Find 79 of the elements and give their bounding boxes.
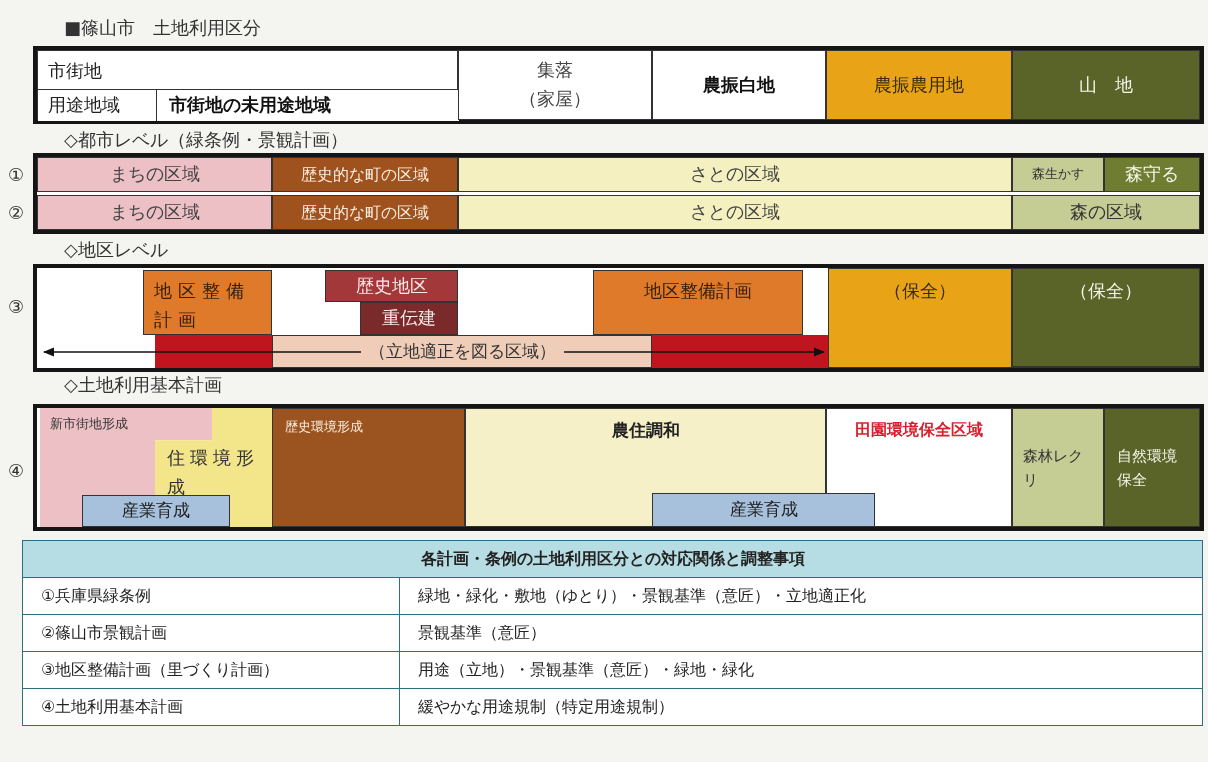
zone-block xyxy=(272,408,465,527)
zone-label: 田園環境保全区域 xyxy=(855,419,983,441)
zone-block xyxy=(37,50,458,120)
zone-label: 農住調和 xyxy=(611,419,680,442)
zone-bar xyxy=(652,335,828,368)
zone-block xyxy=(272,195,458,230)
zone-label: さとの区域 xyxy=(690,162,780,187)
table-header: 各計画・条例の土地利用区分との対応関係と調整事項 xyxy=(22,540,1203,578)
zone-label: 歴史的な町の区域 xyxy=(301,163,429,186)
zone-label: 市街地 xyxy=(48,59,102,83)
zone-block xyxy=(828,268,1012,368)
zone-block xyxy=(325,270,458,302)
zone-label: 森の区域 xyxy=(1070,200,1142,225)
zone-block xyxy=(37,195,272,230)
zone-block xyxy=(1012,408,1104,527)
zone-label: 山 地 xyxy=(1079,72,1133,97)
zone-block xyxy=(272,157,458,192)
zone-block xyxy=(1012,195,1200,230)
zone-block xyxy=(38,89,156,121)
zone-label: 新市街地形成 xyxy=(50,415,128,433)
zone-block xyxy=(652,493,875,527)
section-heading: ◇都市レベル（緑条例・景観計画） xyxy=(64,128,348,152)
zone-label: 用途地域 xyxy=(48,93,120,118)
row-number: ② xyxy=(8,202,25,223)
zone-label: （保全） xyxy=(884,279,956,303)
zone-label: 歴史的な町の区域 xyxy=(301,201,429,224)
zone-label: 歴史地区 xyxy=(355,273,428,298)
zone-block xyxy=(1012,268,1200,368)
zone-label: 市街地の未用途地域 xyxy=(169,93,331,118)
zone-label: まちの区域 xyxy=(109,200,200,225)
section-heading: ◇地区レベル xyxy=(64,238,168,262)
row-number: ③ xyxy=(8,296,25,317)
zone-label: 集落（家屋） xyxy=(518,58,592,111)
zone-label: 重伝建 xyxy=(382,306,436,331)
zone-label: （保全） xyxy=(1070,279,1142,303)
zone-label: 地区整備計画 xyxy=(644,279,752,303)
zone-block xyxy=(82,495,230,527)
table-cell: 景観基準（意匠） xyxy=(399,614,1203,652)
zone-block xyxy=(826,50,1012,120)
table-cell: 緑地・緑化・敷地（ゆとり）・景観基準（意匠）・立地適正化 xyxy=(399,577,1203,615)
zone-block xyxy=(458,157,1012,192)
zone-bar xyxy=(155,335,272,368)
table-cell: 緩やかな用途規制（特定用途規制） xyxy=(399,688,1203,726)
zone-label: 森林レクリ xyxy=(1023,445,1084,491)
table-cell: ④土地利用基本計画 xyxy=(22,688,400,726)
zone-block xyxy=(1104,157,1200,192)
zone-label: まちの区域 xyxy=(109,162,200,187)
zone-block xyxy=(360,302,458,335)
zone-block xyxy=(458,50,652,120)
zone-label: 森生かす xyxy=(1032,165,1084,184)
table-cell: ②篠山市景観計画 xyxy=(22,614,400,652)
zone-block xyxy=(593,270,803,335)
row-number: ④ xyxy=(8,460,25,481)
zone-block xyxy=(652,50,826,120)
zone-label: さとの区域 xyxy=(690,200,780,225)
zone-label: 農振白地 xyxy=(703,72,775,97)
diagram-title: ■篠山市 土地利用区分 xyxy=(64,16,261,40)
zone-block xyxy=(1104,408,1200,527)
table-cell: ③地区整備計画（里づくり計画） xyxy=(22,651,400,689)
zone-label: 歴史環境形成 xyxy=(285,418,363,436)
zone-block xyxy=(37,157,272,192)
zone-label: 自然環境保全 xyxy=(1117,445,1178,491)
row-number: ① xyxy=(8,164,25,185)
zone-block xyxy=(1012,50,1200,120)
zone-label: 森守る xyxy=(1125,162,1179,187)
zone-label: 農振農用地 xyxy=(874,72,964,97)
zone-block xyxy=(156,89,459,121)
zone-block xyxy=(458,195,1012,230)
table-cell: ①兵庫県緑条例 xyxy=(22,577,400,615)
zone-block xyxy=(143,270,272,335)
zone-block xyxy=(1012,157,1104,192)
zone-label: 住環境形成 xyxy=(167,446,260,499)
table-cell: 用途（立地）・景観基準（意匠）・緑地・緑化 xyxy=(399,651,1203,689)
zone-label: 産業育成 xyxy=(122,499,190,523)
section-heading: ◇土地利用基本計画 xyxy=(64,373,222,397)
zone-block xyxy=(826,408,1012,527)
zone-block xyxy=(272,335,652,368)
zone-label: 産業育成 xyxy=(729,498,798,522)
zone-label: 地区整備計画 xyxy=(154,279,251,332)
